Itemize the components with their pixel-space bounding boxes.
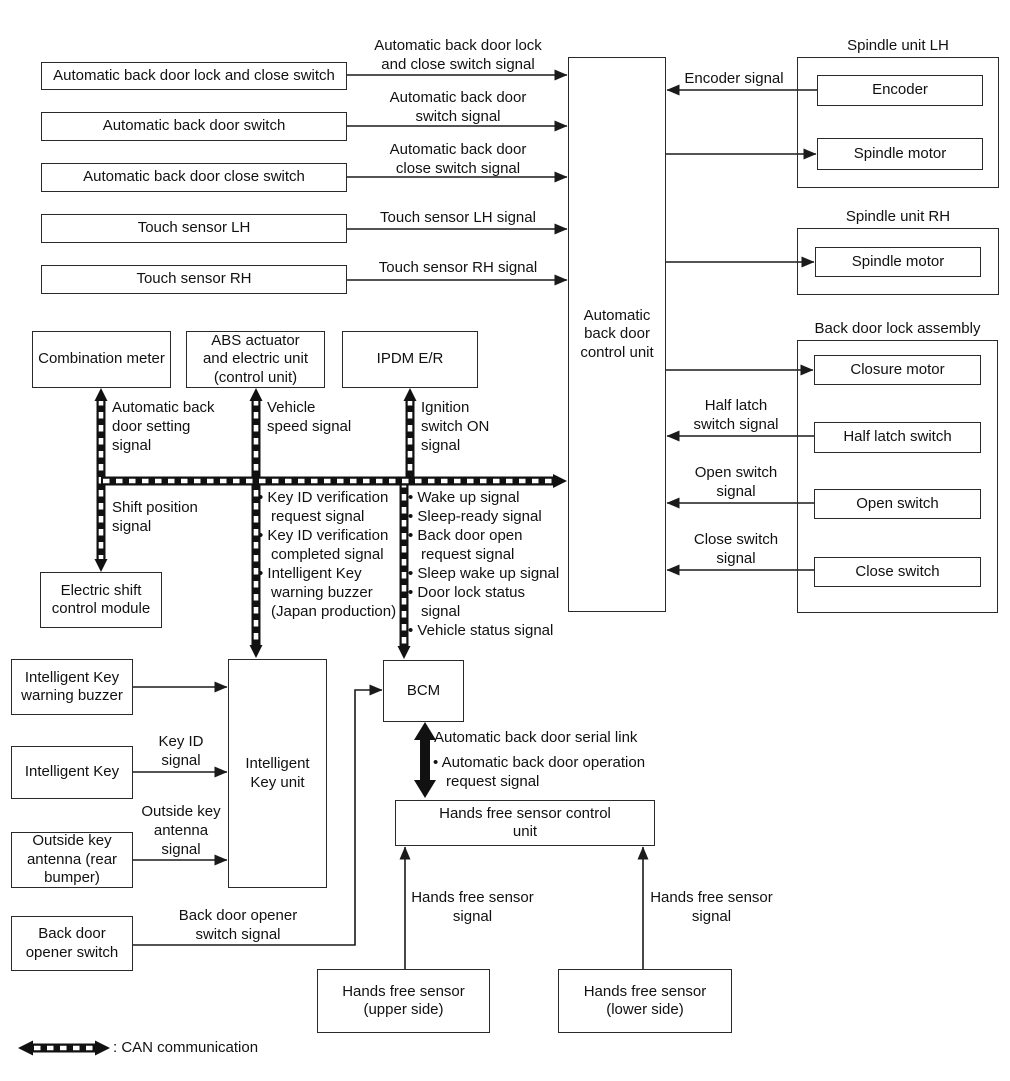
arrow-back-door-opener-switch-signal xyxy=(133,684,383,946)
signal-open-switch: Open switch signal xyxy=(694,464,778,500)
node-open-switch: Open switch xyxy=(814,489,981,519)
node-bcm: BCM xyxy=(383,660,464,722)
node-half-latch-switch: Half latch switch xyxy=(814,422,981,453)
bullet-item: Sleep-ready signal xyxy=(408,507,568,526)
signal-abd-close-switch: Automatic back door close switch signal xyxy=(389,141,527,177)
group-label-back-door-lock-assembly: Back door lock assembly xyxy=(814,320,981,337)
node-touch-sensor-rh: Touch sensor RH xyxy=(41,265,347,294)
group-back-door-lock-assembly xyxy=(797,340,998,613)
signal-close-switch: Close switch signal xyxy=(693,531,779,567)
node-ik-warning-buzzer: Intelligent Key warning buzzer xyxy=(11,659,133,715)
node-closure-motor: Closure motor xyxy=(814,355,981,385)
bullet-item: Key ID verification completed signal xyxy=(258,526,410,564)
node-hfs-upper: Hands free sensor (upper side) xyxy=(317,969,490,1033)
can-arrowhead-bcm xyxy=(397,646,411,659)
signal-touch-lh: Touch sensor LH signal xyxy=(380,209,536,226)
signal-outside-antenna: Outside key antenna signal xyxy=(141,803,221,858)
node-spindle-motor-lh: Spindle motor xyxy=(817,138,983,170)
can-arrowhead-ipdm xyxy=(403,388,417,401)
group-label-spindle-unit-rh: Spindle unit RH xyxy=(845,208,951,225)
signal-lock-close-switch: Automatic back door lock and close switc… xyxy=(374,37,542,73)
signal-hfs-upper: Hands free sensor signal xyxy=(411,889,534,925)
serial-link-title: Automatic back door serial link xyxy=(434,729,638,746)
node-hfs-lower: Hands free sensor (lower side) xyxy=(558,969,732,1033)
bullet-item: Intelligent Key warning buzzer (Japan pr… xyxy=(258,564,410,621)
signal-abd-switch: Automatic back door switch signal xyxy=(389,89,527,125)
signal-touch-rh: Touch sensor RH signal xyxy=(378,259,538,276)
bullet-item: Back door open request signal xyxy=(408,526,568,564)
group-spindle-unit-rh xyxy=(797,228,999,295)
signal-abd-setting: Automatic back door setting signal xyxy=(112,399,215,454)
bullet-item: Key ID verification request signal xyxy=(258,488,410,526)
node-combination-meter: Combination meter xyxy=(32,331,171,388)
node-outside-key-antenna: Outside key antenna (rear bumper) xyxy=(11,832,133,888)
node-hfs-control-unit: Hands free sensor control unit xyxy=(395,800,655,846)
node-close-switch: Close switch xyxy=(814,557,981,587)
group-label-spindle-unit-lh: Spindle unit LH xyxy=(847,37,949,54)
bullet-item: Door lock status signal xyxy=(408,583,568,621)
can-arrowhead-combination-meter xyxy=(94,388,108,401)
node-abd-control-unit: Automatic back door control unit xyxy=(568,57,666,612)
node-touch-sensor-lh: Touch sensor LH xyxy=(41,214,347,243)
node-back-door-opener-switch: Back door opener switch xyxy=(11,916,133,971)
signal-half-latch: Half latch switch signal xyxy=(693,397,779,433)
can-arrowhead-ik-unit xyxy=(249,645,263,658)
node-abd-switch: Automatic back door switch xyxy=(41,112,347,141)
serial-link-double-arrow xyxy=(414,722,436,798)
legend-can-arrow xyxy=(18,1040,110,1056)
signal-encoder: Encoder signal xyxy=(684,70,784,87)
signal-vehicle-speed: Vehicle speed signal xyxy=(267,399,352,435)
can-arrowhead-control-unit xyxy=(553,474,567,488)
legend-can-communication-label: : CAN communication xyxy=(113,1039,259,1056)
node-abs-actuator-unit: ABS actuator and electric unit (control … xyxy=(186,331,325,388)
node-encoder: Encoder xyxy=(817,75,983,106)
group-spindle-unit-lh xyxy=(797,57,999,188)
serial-link-list: Automatic back door operation request si… xyxy=(433,753,673,791)
signal-shift-position: Shift position signal xyxy=(112,499,198,535)
node-spindle-motor-rh: Spindle motor xyxy=(815,247,981,277)
signal-hfs-lower: Hands free sensor signal xyxy=(650,889,773,925)
node-ipdm-er: IPDM E/R xyxy=(342,331,478,388)
signal-ignition-on: Ignition switch ON signal xyxy=(421,399,490,454)
can-arrowhead-abs xyxy=(249,388,263,401)
signal-back-door-opener: Back door opener switch signal xyxy=(178,907,298,943)
node-intelligent-key-unit: Intelligent Key unit xyxy=(228,659,327,888)
node-abd-close-switch: Automatic back door close switch xyxy=(41,163,347,192)
bullet-item: Automatic back door operation request si… xyxy=(433,753,673,791)
bullet-item: Vehicle status signal xyxy=(408,621,568,640)
signal-key-id: Key ID signal xyxy=(158,733,204,769)
bullet-item: Sleep wake up signal xyxy=(408,564,568,583)
node-intelligent-key: Intelligent Key xyxy=(11,746,133,799)
node-lock-and-close-switch: Automatic back door lock and close switc… xyxy=(41,62,347,90)
bullet-item: Wake up signal xyxy=(408,488,568,507)
can-arrowhead-electric-shift xyxy=(94,559,108,572)
node-electric-shift-module: Electric shift control module xyxy=(40,572,162,628)
